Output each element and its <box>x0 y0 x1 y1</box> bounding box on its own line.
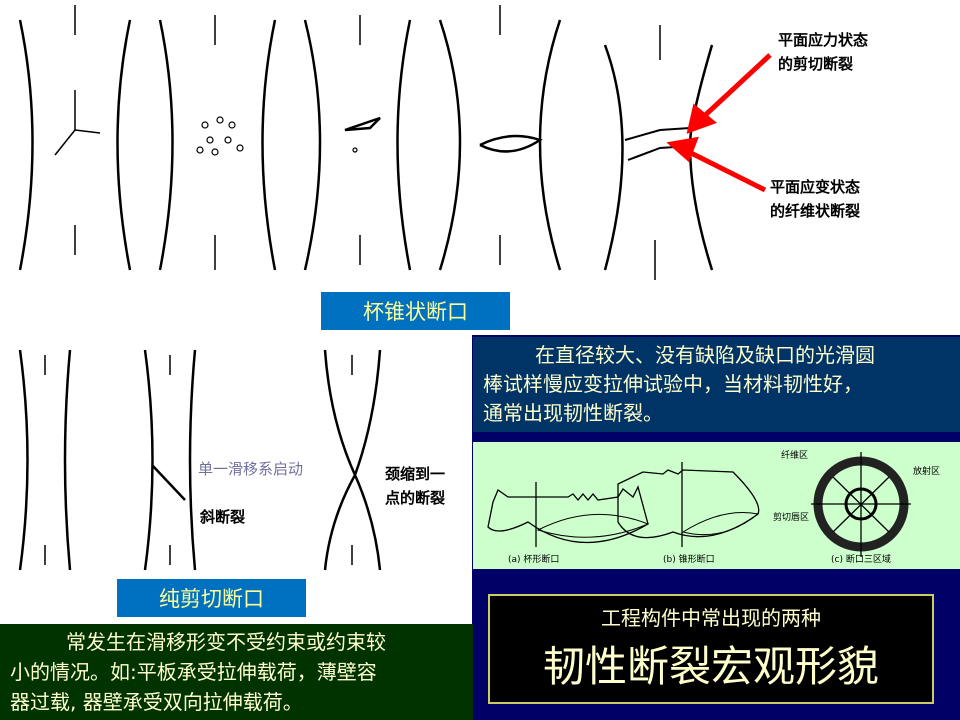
red-arrows <box>666 53 772 193</box>
shear-specimen-1 <box>18 349 72 571</box>
description-text: 在直径较大、没有缺陷及缺口的光滑圆棒试样慢应变拉伸试验中，当材料韧性好，通常出现… <box>473 337 960 432</box>
caption-a: (a) 杯形断口 <box>508 555 560 565</box>
shear-specimen-2 <box>143 349 197 571</box>
main-title: 韧性断裂宏观形貌 <box>542 642 879 691</box>
zone-shear-lip: 剪切唇区 <box>773 513 810 523</box>
specimen-3 <box>303 19 412 271</box>
shear-description: 常发生在滑移形变不受约束或约束较小的情况。如:平板承受拉伸载荷，薄壁容器过载, … <box>0 624 473 720</box>
annot-plane-stress: 平面应力状态的剪切断裂 <box>778 31 869 73</box>
specimen-2 <box>158 19 277 271</box>
specimen-1 <box>18 19 132 271</box>
zone-fiber: 纤维区 <box>781 451 809 461</box>
annot-oblique: 斜断裂 <box>200 508 246 526</box>
annot-single-slip: 单一滑移系启动 <box>198 460 304 478</box>
annot-plane-strain: 平面应变状态的纤维状断裂 <box>770 178 861 220</box>
specimen-4 <box>438 19 562 271</box>
zone-radial: 放射区 <box>913 467 941 477</box>
caption-b: (b) 锥形断口 <box>663 555 715 565</box>
title-box: 工程构件中常出现的两种 韧性断裂宏观形貌 <box>488 594 934 704</box>
caption-c: (c) 断口三区域 <box>831 555 891 565</box>
shear-specimen-3 <box>323 349 382 571</box>
label-cup-cone: 杯锥状断口 <box>321 292 510 330</box>
subtitle: 工程构件中常出现的两种 <box>601 606 821 630</box>
fracture-figure: (a) 杯形断口 (b) 锥形断口 (c) 断口三区域 纤维区 放射区 剪切唇区 <box>473 442 960 569</box>
label-pure-shear: 纯剪切断口 <box>117 579 306 617</box>
annot-neck-point: 颈缩到一点的断裂 <box>385 465 446 507</box>
